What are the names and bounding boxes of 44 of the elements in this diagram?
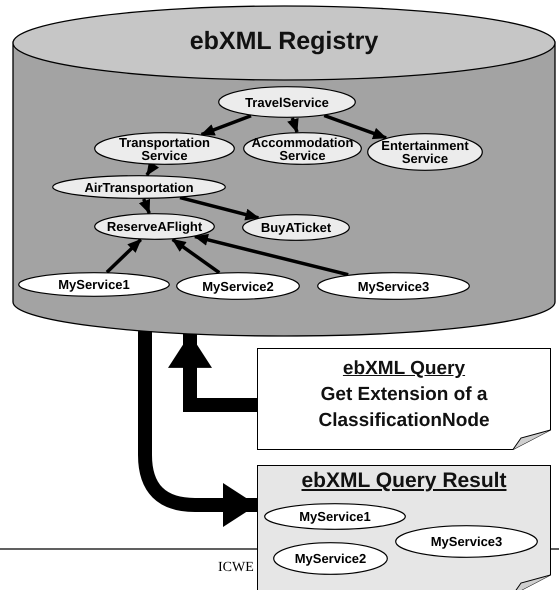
node-label: ReserveAFlight xyxy=(106,220,202,233)
node-label: MyService3 xyxy=(430,535,502,548)
arrow xyxy=(180,196,260,220)
node-label: TravelService xyxy=(245,96,329,108)
class-node-ellipse xyxy=(317,272,470,300)
note-heading: ebXML Query Result xyxy=(302,470,506,492)
arrow xyxy=(106,238,142,274)
node-label: MyService3 xyxy=(358,280,430,292)
footer-text: ICWE xyxy=(218,560,254,576)
note-text: Get Extension of a ClassificationNode xyxy=(317,383,491,433)
node-label: Entertainment Service xyxy=(380,139,470,165)
arrow xyxy=(172,238,220,274)
class-node-ellipse xyxy=(367,133,483,171)
arrow xyxy=(194,234,349,276)
note-heading: ebXML Query xyxy=(342,358,466,380)
node-label: Transportation Service xyxy=(118,136,211,162)
node-label: BuyATicket xyxy=(260,221,332,234)
class-node-ellipse xyxy=(395,525,538,558)
class-node-ellipse xyxy=(52,175,226,199)
class-node-ellipse xyxy=(176,272,300,300)
node-label: MyService1 xyxy=(58,278,130,291)
note-card xyxy=(257,348,551,450)
class-node-ellipse xyxy=(264,503,406,530)
class-node-ellipse xyxy=(18,272,170,297)
class-node-ellipse xyxy=(242,214,350,241)
arrow xyxy=(324,114,388,140)
flow-arrow xyxy=(138,331,257,527)
class-node-ellipse xyxy=(94,132,235,165)
flow-arrow xyxy=(168,334,257,412)
class-node-ellipse xyxy=(273,542,388,575)
class-node-ellipse xyxy=(94,213,215,240)
arrow xyxy=(200,114,252,136)
note-card xyxy=(257,465,551,590)
node-label: AirTransportation xyxy=(84,180,194,194)
class-node-ellipse xyxy=(243,132,362,165)
node-label: MyService2 xyxy=(202,280,274,292)
registry-title: ebXML Registry xyxy=(188,27,380,55)
node-label: MyService1 xyxy=(299,510,371,523)
registry-cylinder xyxy=(12,5,556,337)
node-label: MyService2 xyxy=(294,552,366,565)
arrow xyxy=(138,198,151,214)
node-label: Accommodation Service xyxy=(250,136,354,162)
arrow xyxy=(287,117,299,134)
class-node-ellipse xyxy=(218,86,356,118)
